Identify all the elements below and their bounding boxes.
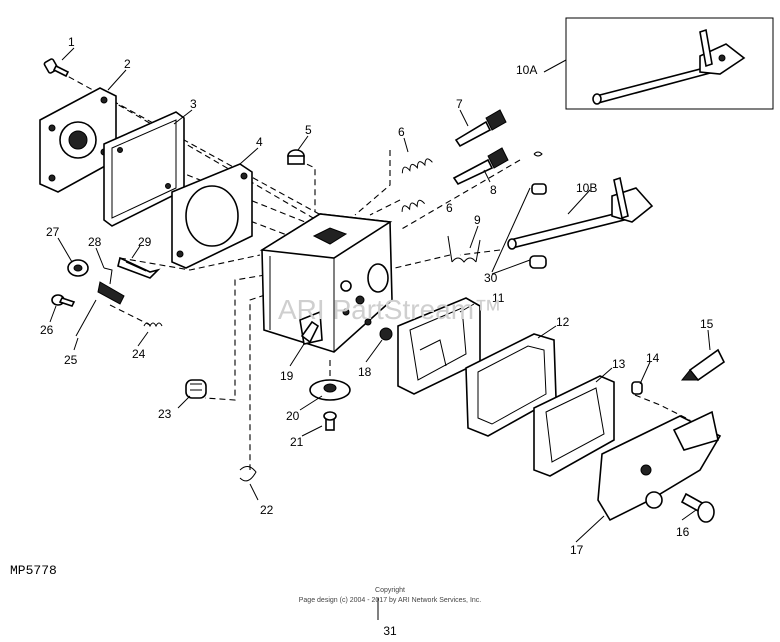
part-29-inlet-needle [117,256,161,279]
footer-copyright: Copyright [375,587,405,594]
part-17-metering-cover [597,410,722,522]
part-30-bushings [529,151,547,269]
callout-24: 24 [132,347,146,361]
leader-lines [49,47,711,543]
callout-10b: 10B [576,181,597,195]
callout-14: 14 [646,351,660,365]
part-24-spring [143,322,163,328]
part-25-pin [75,299,97,337]
callout-25: 25 [64,353,78,367]
part-27-disc [67,259,89,277]
part-28-lever [97,267,125,305]
callout-30: 30 [484,271,498,285]
part-10b-throttle-shaft [507,176,654,250]
part-6-spring-upper [401,158,433,174]
part-9-torsion-spring [447,235,481,263]
callout-4: 4 [256,135,263,149]
part-20-filter-disc [309,379,351,401]
callout-3: 3 [190,97,197,111]
inset-box-10a [565,17,774,110]
part-7-mixture-needle [454,109,507,148]
callout-23: 23 [158,407,172,421]
callout-1: 1 [68,35,75,49]
callout-13: 13 [612,357,626,371]
part-21-screw [323,411,337,431]
callout-28: 28 [88,235,102,249]
part-23-welch-plug [185,379,207,399]
callout-labels: 1 2 3 4 5 6 6 7 8 9 10A 10B 11 12 13 14 … [40,35,714,557]
callout-15: 15 [700,317,714,331]
part-8-mixture-needle [452,147,509,186]
callout-11: 11 [492,291,505,305]
callout-2: 2 [124,57,131,71]
callout-16: 16 [676,525,690,539]
throttle-shaft-10a [592,28,746,105]
callout-9: 9 [474,213,481,227]
footer-page-design: Page design (c) 2004 - 2017 by ARI Netwo… [298,597,482,604]
callout-18: 18 [358,365,372,379]
part-19-fitting [300,320,320,344]
callout-22: 22 [260,503,274,517]
callout-26: 26 [40,323,54,337]
callout-10a: 10A [516,63,537,77]
page-number: 31 [383,624,397,638]
watermark: ARI PartStream™ [278,294,503,325]
part-15-inlet-screw [680,348,726,382]
part-6-spring-lower [401,199,426,212]
callout-6-lower: 6 [446,201,453,215]
figure-code: MP5778 [10,563,57,578]
part-14-pin [631,381,643,395]
callout-12: 12 [556,315,570,329]
part-5-plug [287,149,305,165]
callout-7: 7 [456,97,463,111]
part-26-screw [51,294,76,307]
callout-8: 8 [490,183,497,197]
carburetor-body [259,213,393,353]
callout-17: 17 [570,543,584,557]
part-16-screw [680,492,715,523]
part-18-screen [379,327,393,341]
callout-5: 5 [305,123,312,137]
callout-19: 19 [280,369,294,383]
callout-20: 20 [286,409,300,423]
callout-27: 27 [46,225,60,239]
part-1-screw [43,58,70,78]
part-22-clip [239,466,257,482]
callout-6-upper: 6 [398,125,405,139]
callout-29: 29 [138,235,152,249]
part-13-pump-diaphragm [533,375,615,477]
callout-21: 21 [290,435,304,449]
